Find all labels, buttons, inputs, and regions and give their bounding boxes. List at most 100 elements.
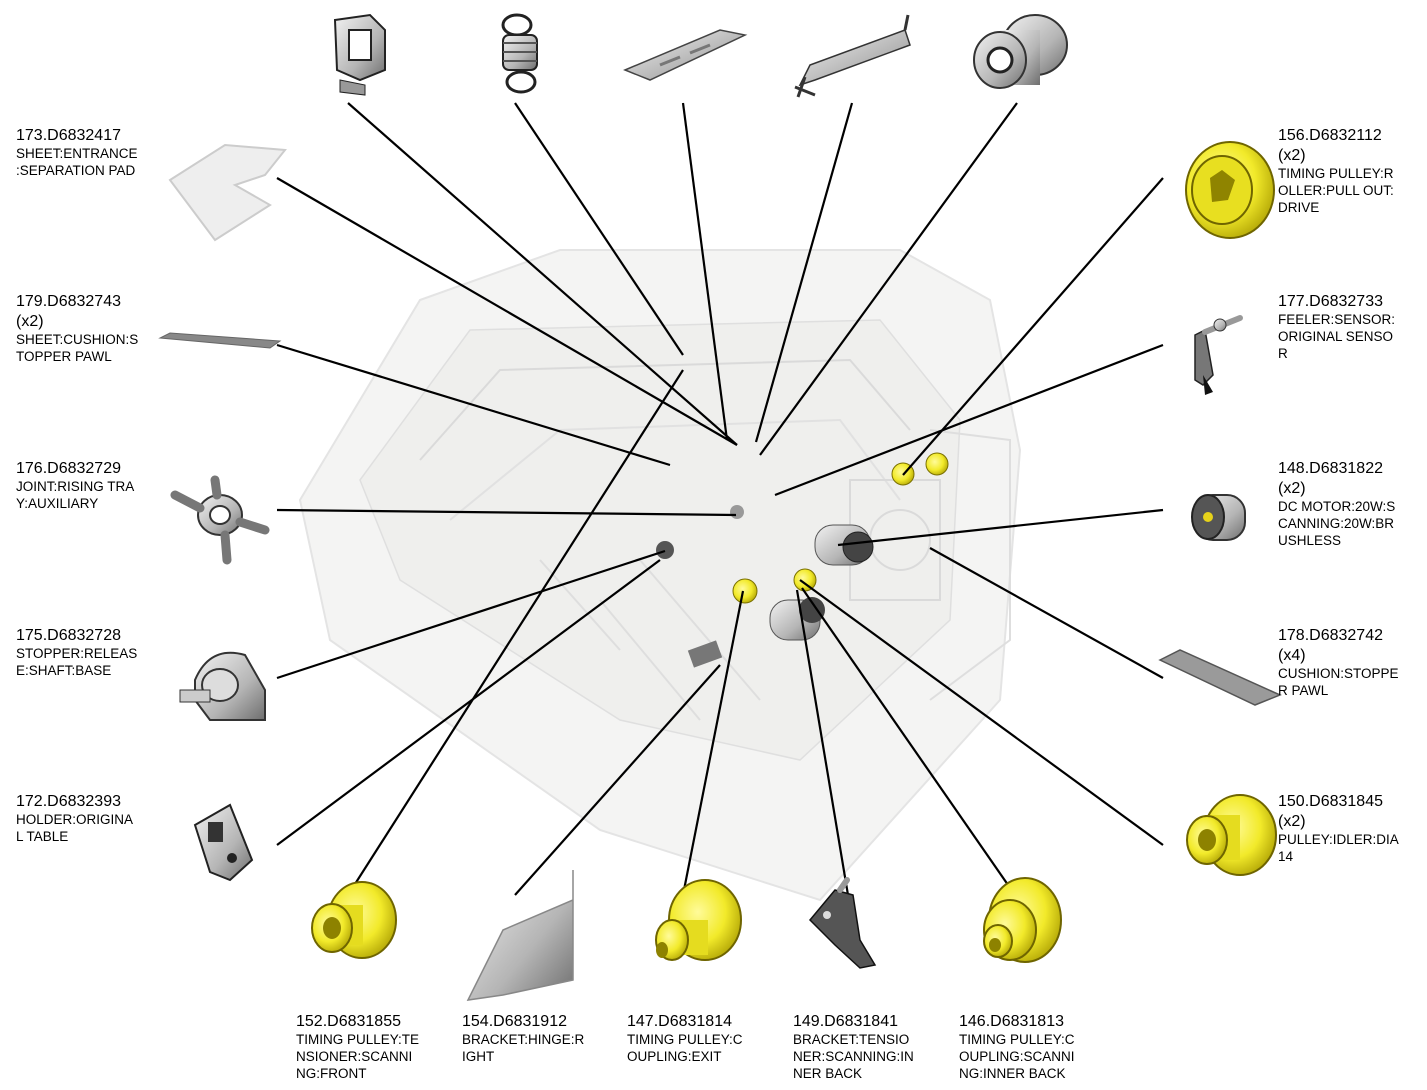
part-description-line: L TABLE: [16, 828, 69, 844]
part-description-line: TIMING PULLEY:TE: [296, 1032, 420, 1047]
part-quantity: (x2): [1278, 147, 1306, 164]
latch-icon: [333, 13, 386, 96]
wire-bracket-icon: [794, 14, 911, 98]
holder-icon: [193, 803, 254, 882]
part-number: 154.D6831912: [462, 1013, 567, 1030]
label-149: 149.D6831841 BRACKET:TENSIO NER:SCANNING…: [793, 1012, 953, 1083]
part-number: 149.D6831841: [793, 1013, 898, 1030]
leader-147: [681, 590, 745, 896]
part-description-line: NG:FRONT: [296, 1065, 367, 1081]
part-number: 152.D6831855: [296, 1013, 401, 1030]
part-description-line: OLLER:PULL OUT:: [1278, 182, 1394, 198]
gear-coupling-icon: [973, 14, 1068, 89]
cushion-pad-icon: [1158, 649, 1282, 706]
part-description-line: TIMING PULLEY:C: [627, 1032, 743, 1047]
part-quantity: (x4): [1278, 647, 1306, 664]
part-quantity: (x2): [16, 313, 44, 330]
leader-152: [347, 369, 684, 896]
leader-173: [276, 177, 738, 446]
part-description-line: IGHT: [462, 1048, 495, 1064]
leader-154: [514, 664, 721, 896]
part-description-line: NG:INNER BACK: [959, 1065, 1066, 1081]
leader-177: [774, 343, 1164, 497]
part-description-line: SHEET:CUSHION:S: [16, 332, 139, 347]
part-description-line: TIMING PULLEY:R: [1278, 166, 1394, 181]
main-assembly-ghost: [298, 249, 1022, 902]
leader-176: [276, 508, 737, 517]
part-number: 179.D6832743: [16, 293, 121, 310]
leader-150: [799, 579, 1164, 846]
label-179: 179.D6832743 (x2) SHEET:CUSHION:S TOPPER…: [16, 292, 166, 366]
part-description-line: OUPLING:EXIT: [627, 1048, 722, 1064]
part-description-line: HOLDER:ORIGINA: [16, 812, 134, 827]
part-quantity: (x2): [1278, 480, 1306, 497]
part-description-line: NSIONER:SCANNI: [296, 1048, 413, 1064]
leader-top3: [681, 102, 729, 441]
label-173: 173.D6832417 SHEET:ENTRANCE :SEPARATION …: [16, 126, 166, 180]
pulley-146-icon: [983, 877, 1062, 963]
part-description-line: CUSHION:STOPPE: [1278, 666, 1399, 681]
leader-146: [801, 587, 1016, 896]
part-description-line: R PAWL: [1278, 682, 1329, 698]
label-176: 176.D6832729 JOINT:RISING TRA Y:AUXILIAR…: [16, 459, 166, 513]
part-description-line: TIMING PULLEY:C: [959, 1032, 1075, 1047]
part-number: 146.D6831813: [959, 1013, 1064, 1030]
leader-top4: [754, 102, 854, 443]
pulley-152-icon: [311, 881, 397, 959]
pulley-147-icon: [655, 879, 742, 961]
part-number: 173.D6832417: [16, 127, 121, 144]
leader-175: [276, 549, 666, 680]
separation-pad-sheet-icon: [168, 143, 287, 242]
leader-148: [837, 508, 1164, 547]
label-152: 152.D6831855 TIMING PULLEY:TE NSIONER:SC…: [296, 1012, 456, 1083]
part-description-line: BRACKET:TENSIO: [793, 1032, 910, 1047]
part-description-line: NER BACK: [793, 1065, 863, 1081]
part-number: 148.D6831822: [1278, 460, 1383, 477]
pulley-150-icon: [1186, 794, 1277, 876]
pulley-156-icon: [1185, 141, 1275, 239]
dc-motor-icon: [1191, 494, 1246, 541]
tensioner-bracket-icon: [808, 877, 877, 969]
leader-lines: [276, 102, 1164, 896]
part-description-line: ORIGINAL SENSO: [1278, 328, 1394, 344]
part-description-line: USHLESS: [1278, 532, 1342, 548]
leader-156: [902, 177, 1164, 476]
part-description-line: E:SHAFT:BASE: [16, 662, 112, 678]
label-175: 175.D6832728 STOPPER:RELEAS E:SHAFT:BASE: [16, 626, 166, 680]
part-description-line: NER:SCANNING:IN: [793, 1048, 914, 1064]
part-description-line: TOPPER PAWL: [16, 348, 112, 364]
label-146: 146.D6831813 TIMING PULLEY:C OUPLING:SCA…: [959, 1012, 1119, 1083]
leader-top2: [514, 102, 684, 356]
part-number: 175.D6832728: [16, 627, 121, 644]
label-178: 178.D6832742 (x4) CUSHION:STOPPE R PAWL: [1278, 626, 1423, 700]
part-description-line: JOINT:RISING TRA: [16, 479, 135, 494]
part-description-line: FEELER:SENSOR:: [1278, 312, 1396, 327]
hinge-plate-icon: [623, 29, 748, 81]
label-150: 150.D6831845 (x2) PULLEY:IDLER:DIA 14: [1278, 792, 1423, 866]
part-number: 147.D6831814: [627, 1013, 732, 1030]
hinge-bracket-icon: [466, 870, 574, 1001]
part-description-line: PULLEY:IDLER:DIA: [1278, 832, 1399, 847]
label-177: 177.D6832733 FEELER:SENSOR: ORIGINAL SEN…: [1278, 292, 1423, 363]
spring-icon: [501, 13, 538, 94]
stopper-base-icon: [179, 651, 266, 721]
part-description-line: :SEPARATION PAD: [16, 162, 136, 178]
part-description-line: Y:AUXILIARY: [16, 495, 99, 511]
part-quantity: (x2): [1278, 813, 1306, 830]
part-number: 150.D6831845: [1278, 793, 1383, 810]
part-number: 178.D6832742: [1278, 627, 1383, 644]
part-number: 177.D6832733: [1278, 293, 1383, 310]
part-number: 172.D6832393: [16, 793, 121, 810]
feeler-sensor-icon: [1194, 315, 1243, 395]
part-description-line: 14: [1278, 848, 1294, 864]
label-172: 172.D6832393 HOLDER:ORIGINA L TABLE: [16, 792, 166, 846]
part-description-line: OUPLING:SCANNI: [959, 1048, 1075, 1064]
leader-149: [795, 589, 850, 896]
leader-179: [276, 343, 671, 467]
part-number: 156.D6832112: [1278, 127, 1382, 144]
part-description-line: R: [1278, 345, 1288, 361]
cushion-sheet-icon: [158, 332, 282, 349]
label-148: 148.D6831822 (x2) DC MOTOR:20W:S CANNING…: [1278, 459, 1423, 550]
